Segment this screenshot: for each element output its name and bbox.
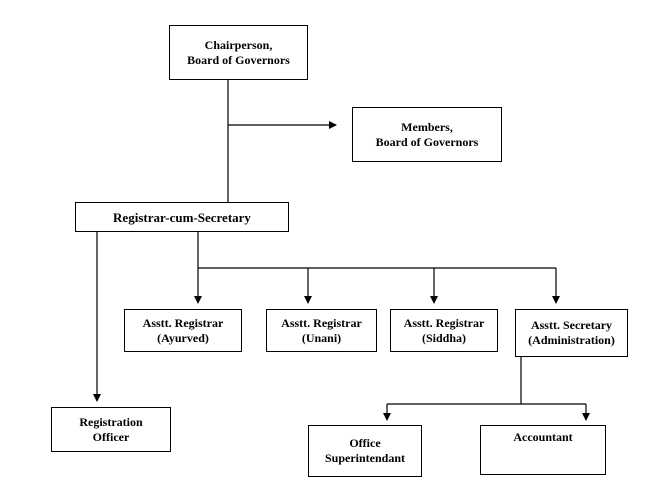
asst-ayurved-subtitle: (Ayurved) xyxy=(157,330,209,345)
chairperson-subtitle: Board of Governors xyxy=(187,52,290,67)
office-superintendant-box: Office Superintendant xyxy=(308,425,422,477)
asst-unani-subtitle: (Unani) xyxy=(301,330,342,345)
registration-officer-title: Registration xyxy=(79,414,143,429)
accountant-title: Accountant xyxy=(513,430,573,444)
asst-secretary-title: Asstt. Secretary xyxy=(530,318,613,332)
accountant-box: Accountant xyxy=(480,425,606,475)
registrar-box: Registrar-cum-Secretary xyxy=(75,202,289,232)
members-title: Members, xyxy=(401,119,453,134)
registration-officer-subtitle: Officer xyxy=(92,429,130,444)
office-superintendant-title: Office xyxy=(349,436,381,450)
asst-siddha-subtitle: (Siddha) xyxy=(421,330,467,345)
asst-registrar-ayurved-box: Asstt. Registrar (Ayurved) xyxy=(124,309,242,352)
asst-ayurved-title: Asstt. Registrar xyxy=(142,315,224,330)
asst-registrar-siddha-box: Asstt. Registrar (Siddha) xyxy=(390,309,498,352)
members-box: Members, Board of Governors xyxy=(352,107,502,162)
registrar-title: Registrar-cum-Secretary xyxy=(113,209,251,225)
office-superintendant-subtitle: Superintendant xyxy=(324,451,406,465)
asst-secretary-subtitle: (Administration) xyxy=(528,333,615,347)
members-subtitle: Board of Governors xyxy=(375,134,479,149)
asst-registrar-unani-box: Asstt. Registrar (Unani) xyxy=(266,309,377,352)
asst-unani-title: Asstt. Registrar xyxy=(281,315,362,330)
chairperson-title: Chairperson, xyxy=(204,37,273,52)
asst-secretary-box: Asstt. Secretary (Administration) xyxy=(515,309,628,357)
asst-siddha-title: Asstt. Registrar xyxy=(403,315,485,330)
chairperson-box: Chairperson, Board of Governors xyxy=(169,25,308,80)
registration-officer-box: Registration Officer xyxy=(51,407,171,452)
